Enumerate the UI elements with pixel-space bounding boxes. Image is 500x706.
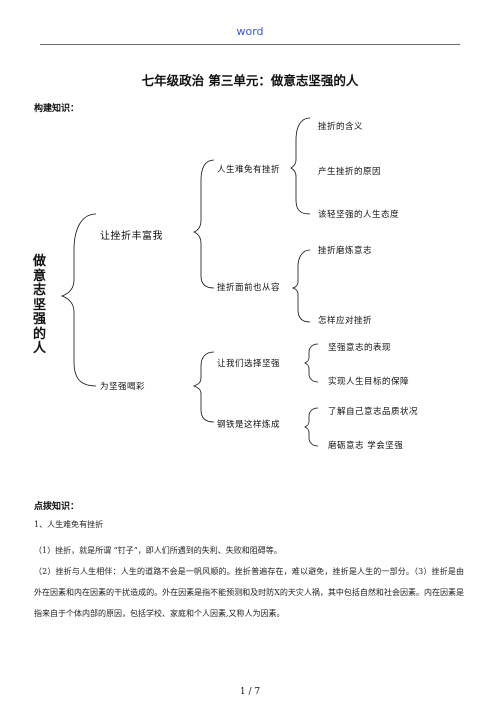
leaf-label: 该轻坚强的人生态度: [318, 210, 400, 220]
branch1-bracket: [192, 159, 215, 289]
page-number: 1 / 7: [239, 687, 261, 697]
section-build-knowledge: 构建知识：: [34, 104, 80, 114]
child-label-4: 钢铁是这样炼成: [217, 420, 281, 430]
header-word-label: word: [236, 25, 264, 38]
leaf-label: 怎样应对挫折: [318, 316, 373, 326]
leaf-label: 实现人生目标的保障: [328, 377, 410, 387]
point-item-title: 1、人生难免有挫折: [34, 520, 104, 529]
point-paragraph-2: （2）挫折与人生相伴：人生的道路不会是一帆风顺的。挫折普遍存在，难以避免，挫折是…: [34, 567, 464, 618]
leaf-label: 了解自己意志品质状况: [328, 407, 419, 417]
leaf-label: 挫折磨炼意志: [318, 246, 373, 256]
branch-label-1: 让挫折丰富我: [100, 231, 163, 242]
child1-bracket: [290, 117, 311, 215]
child4-bracket: [304, 407, 319, 447]
header-divider: [40, 44, 460, 45]
page-title: 七年级政治 第三单元：做意志坚强的人: [141, 73, 359, 88]
child2-bracket: [291, 249, 311, 323]
section-key-points: 点拨知识：: [34, 502, 80, 512]
root-bracket: [60, 213, 97, 387]
leaf-label: 产生挫折的原因: [318, 167, 382, 177]
child-label-1: 人生难免有挫折: [217, 165, 281, 175]
child-label-2: 挫折面前也从容: [217, 283, 281, 293]
point-paragraph-1: （1）挫折，就是所谓 “钉子”，即人们所遇到的失利、失败和阻碍等。: [34, 546, 282, 555]
child3-bracket: [304, 343, 319, 383]
branch-label-2: 为坚强喝彩: [100, 382, 146, 392]
leaf-label: 挫折的含义: [318, 122, 364, 132]
leaf-label: 磨砺意志 学会坚强: [328, 441, 404, 451]
child-label-3: 让我们选择坚强: [217, 359, 281, 369]
mindmap-root: 做意志坚强的人: [33, 254, 47, 356]
branch2-bracket: [192, 351, 215, 423]
leaf-label: 坚强意志的表现: [328, 343, 392, 353]
